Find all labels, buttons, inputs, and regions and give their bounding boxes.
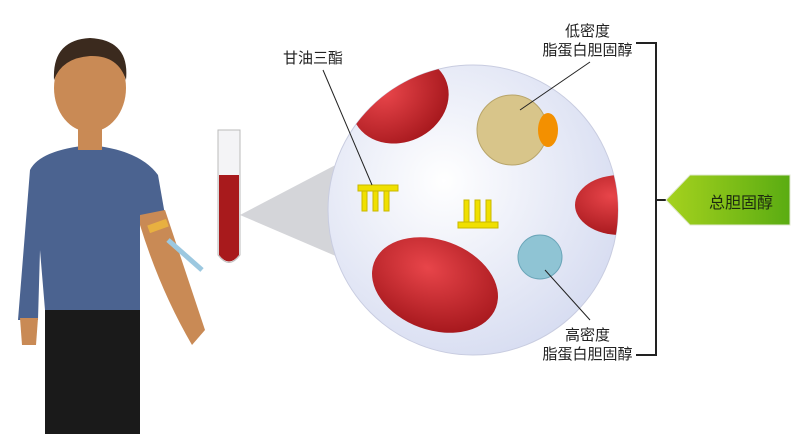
red-blood-cell bbox=[575, 175, 618, 235]
hdl-pointer bbox=[544, 269, 591, 321]
ldl-label-line2: 脂蛋白胆固醇 bbox=[542, 41, 633, 59]
triglyceride-pointer bbox=[322, 69, 373, 186]
ldl-particle bbox=[476, 94, 548, 166]
total-cholesterol-badge: 总胆固醇 bbox=[666, 175, 790, 225]
triglyceride-molecule bbox=[457, 199, 499, 229]
ldl-label: 低密度 脂蛋白胆固醇 bbox=[540, 22, 635, 60]
blood-magnified-view bbox=[327, 64, 619, 356]
hdl-label-line1: 高密度 bbox=[564, 326, 610, 344]
hair bbox=[53, 38, 127, 80]
bracket bbox=[636, 42, 666, 356]
total-cholesterol-label: 总胆固醇 bbox=[708, 193, 773, 212]
patient-figure bbox=[18, 38, 205, 434]
head bbox=[54, 44, 126, 132]
hdl-particle bbox=[517, 234, 563, 280]
triglyceride-label: 甘油三酯 bbox=[283, 49, 344, 67]
shirt bbox=[18, 145, 165, 320]
test-tube bbox=[217, 129, 241, 263]
ldl-cap bbox=[538, 113, 558, 147]
ldl-label-line1: 低密度 bbox=[564, 22, 610, 40]
ldl-pointer bbox=[519, 61, 591, 111]
tourniquet bbox=[147, 218, 169, 234]
magnify-cone bbox=[240, 160, 345, 260]
pants bbox=[45, 300, 140, 434]
total-badge-shape bbox=[665, 174, 791, 226]
red-blood-cell bbox=[372, 237, 498, 333]
blood-sample bbox=[219, 175, 239, 262]
arm bbox=[140, 210, 205, 345]
hand bbox=[20, 318, 38, 345]
hdl-label: 高密度 脂蛋白胆固醇 bbox=[540, 326, 635, 364]
triglyceride-molecule bbox=[357, 184, 399, 212]
syringe bbox=[166, 238, 204, 272]
hdl-label-line2: 脂蛋白胆固醇 bbox=[542, 345, 633, 363]
